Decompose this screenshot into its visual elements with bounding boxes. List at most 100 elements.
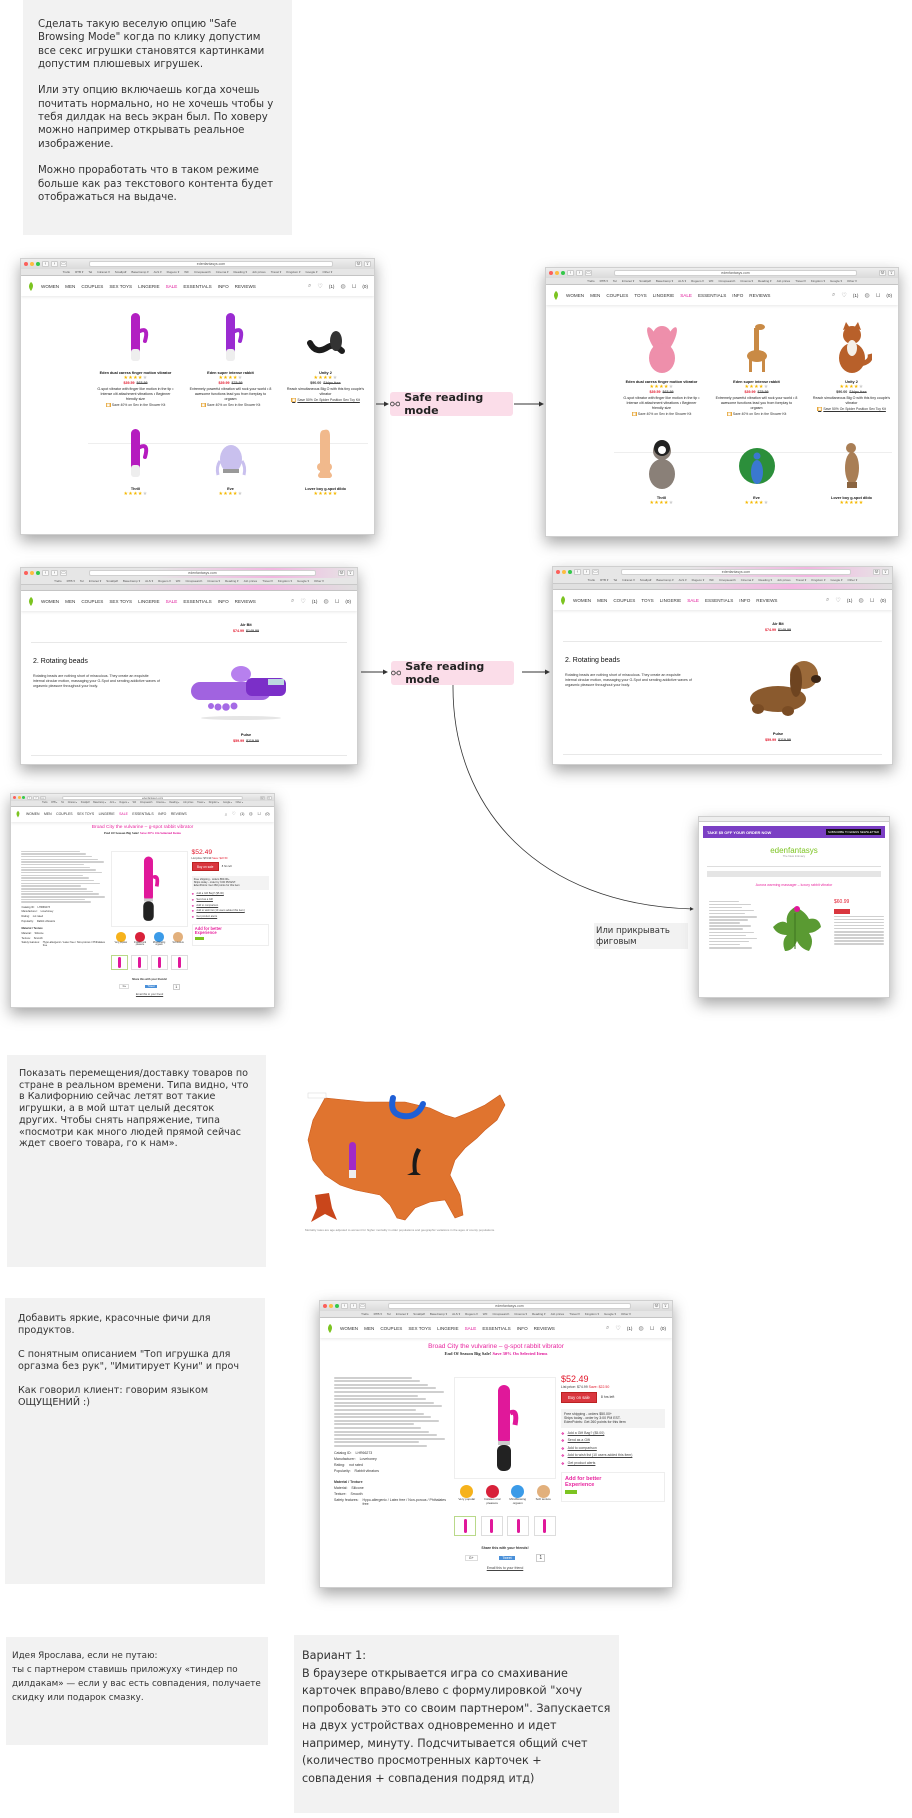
nav-item-couples[interactable]: COUPLES bbox=[81, 283, 104, 289]
close-window-button[interactable] bbox=[24, 262, 28, 266]
site-logo-icon[interactable] bbox=[27, 596, 35, 607]
feature-badge[interactable]: Soft texture bbox=[169, 931, 188, 947]
product-action-link[interactable]: ❖Add a Gift Bag? ($5.00) bbox=[561, 1431, 665, 1436]
nav-item-sex-toys[interactable]: SEX TOYS bbox=[77, 812, 95, 817]
bookmark-item[interactable]: Job prices bbox=[777, 578, 791, 582]
bookmark-item[interactable]: Google ▾ bbox=[603, 1312, 616, 1316]
thumbnail[interactable] bbox=[111, 955, 128, 970]
bookmark-item[interactable]: ALS ▾ bbox=[109, 802, 116, 805]
product-image[interactable] bbox=[186, 662, 296, 727]
wishlist-icon[interactable]: ♡ bbox=[835, 597, 841, 604]
bookmark-item[interactable]: Smallpdf bbox=[114, 270, 127, 274]
upsell-ad-text[interactable]: Add for better Experience bbox=[565, 1475, 602, 1488]
bookmark-item[interactable]: BaseCamp ▾ bbox=[656, 578, 674, 582]
buy-on-sale-button[interactable]: Buy on sale bbox=[191, 862, 219, 872]
bookmark-item[interactable]: Kingdom ▾ bbox=[277, 579, 292, 583]
bookmark-item[interactable]: Travel ▾ bbox=[569, 1312, 580, 1316]
cart-icon[interactable]: ⊔ bbox=[869, 597, 875, 604]
product-action-link[interactable]: ❖Add to comparison bbox=[561, 1446, 665, 1451]
product-action-link[interactable]: ❖Add to wish list (10 users added this i… bbox=[192, 909, 270, 913]
bookmark-item[interactable]: ALS ▾ bbox=[145, 579, 154, 583]
nav-item-women[interactable]: WOMEN bbox=[25, 812, 40, 817]
bookmark-item[interactable]: RTB ▾ bbox=[373, 1312, 382, 1316]
bookmark-item[interactable]: WF bbox=[184, 270, 189, 274]
bookmark-item[interactable]: Kingdom ▾ bbox=[810, 279, 825, 283]
sidebar-toggle-icon[interactable]: ▭ bbox=[40, 795, 46, 800]
site-logo-icon[interactable] bbox=[27, 281, 35, 292]
product-name[interactable]: Lover boy g-spot dildo bbox=[831, 496, 872, 500]
nav-item-women[interactable]: WOMEN bbox=[340, 1325, 359, 1331]
nav-item-lingerie[interactable]: LINGERIE bbox=[98, 812, 115, 817]
product-action-link[interactable]: ❖Add to wish list (10 users added this i… bbox=[561, 1453, 665, 1458]
bookmark-item[interactable]: Intranet ▾ bbox=[621, 279, 635, 283]
tweet-button[interactable]: Tweet bbox=[145, 985, 157, 989]
cart-icon[interactable]: ⊔ bbox=[875, 292, 881, 299]
product-image[interactable] bbox=[211, 421, 251, 483]
sidebar-toggle-icon[interactable]: ▭ bbox=[60, 261, 67, 267]
maximize-window-button[interactable] bbox=[335, 1304, 339, 1308]
product-name[interactable]: Eve bbox=[753, 496, 760, 500]
bookmark-item[interactable]: Rugeco ▾ bbox=[465, 1312, 478, 1316]
nav-item-women[interactable]: WOMEN bbox=[41, 283, 60, 289]
bookmark-item[interactable]: Other ▾ bbox=[846, 279, 857, 283]
spec-value[interactable]: Rabbit vibrators bbox=[36, 919, 56, 923]
product-image[interactable] bbox=[642, 314, 682, 376]
nav-item-essentials[interactable]: ESSENTIALS bbox=[132, 812, 154, 817]
account-icon[interactable]: ◍ bbox=[864, 292, 870, 299]
tab-bar[interactable] bbox=[553, 584, 892, 590]
minimize-window-button[interactable] bbox=[30, 571, 34, 575]
bookmark-item[interactable]: Kingdom ▾ bbox=[584, 1312, 599, 1316]
nav-item-lingerie[interactable]: LINGERIE bbox=[138, 598, 160, 604]
forward-button[interactable]: › bbox=[576, 270, 583, 276]
bookmark-item[interactable]: Other ▾ bbox=[313, 579, 324, 583]
nav-item-couples[interactable]: COUPLES bbox=[380, 1325, 403, 1331]
feature-badge[interactable]: Very popular bbox=[111, 931, 130, 947]
bookmark-item[interactable]: BaseCamp ▾ bbox=[655, 279, 674, 283]
bookmark-item[interactable]: Tel bbox=[612, 279, 617, 283]
thumbnail[interactable] bbox=[151, 955, 168, 970]
account-icon[interactable]: ◍ bbox=[858, 597, 864, 604]
tab-bar[interactable] bbox=[21, 585, 357, 591]
nav-item-reviews[interactable]: REVIEWS bbox=[234, 598, 256, 604]
nav-item-men[interactable]: MEN bbox=[65, 598, 76, 604]
bookmark-item[interactable]: Tel bbox=[386, 1312, 391, 1316]
bookmark-item[interactable]: Travel ▾ bbox=[795, 279, 806, 283]
bookmark-item[interactable]: WF bbox=[175, 579, 181, 583]
product-image[interactable] bbox=[738, 651, 828, 726]
bookmark-item[interactable]: BaseCamp ▾ bbox=[131, 270, 149, 274]
bookmark-item[interactable]: Tel bbox=[61, 802, 64, 805]
nav-item-reviews[interactable]: REVIEWS bbox=[756, 597, 778, 603]
upsell-ad[interactable]: Add for better Experience bbox=[191, 923, 270, 947]
bookmark-item[interactable]: Rugeco ▾ bbox=[166, 270, 180, 274]
nav-item-essentials[interactable]: ESSENTIALS bbox=[183, 283, 212, 289]
nav-item-essentials[interactable]: ESSENTIALS bbox=[697, 292, 727, 298]
bookmark-item[interactable]: Smallpdf bbox=[80, 802, 90, 805]
bookmark-item[interactable]: Trello bbox=[54, 579, 62, 583]
promo-text[interactable]: Save 50% On Spider Position Sex Toy Kit bbox=[297, 398, 360, 402]
bookmark-item[interactable]: Reading ▾ bbox=[758, 578, 772, 582]
nav-item-sale[interactable]: SALE bbox=[119, 812, 128, 817]
spec-value[interactable]: Silicone bbox=[351, 1485, 364, 1490]
maximize-window-button[interactable] bbox=[22, 796, 26, 800]
share-icon[interactable]: ⇪ bbox=[662, 1303, 669, 1309]
product-image[interactable] bbox=[306, 421, 346, 483]
feature-badge[interactable]: Imitates oral pleasure bbox=[130, 931, 149, 947]
product-image[interactable] bbox=[116, 421, 156, 483]
bookmark-item[interactable]: Cinema ▾ bbox=[156, 802, 166, 805]
maximize-window-button[interactable] bbox=[568, 570, 572, 574]
promo-link[interactable]: ▣Save 40% on Sex in the Shower Kit bbox=[631, 412, 691, 416]
nav-item-sale[interactable]: SALE bbox=[680, 292, 692, 298]
forward-button[interactable]: › bbox=[583, 569, 590, 575]
link-text[interactable]: Add to comparison bbox=[196, 903, 219, 907]
safe-reading-mode-toggle[interactable]: Safe reading mode bbox=[390, 391, 513, 417]
link-text[interactable]: Get product alerts bbox=[567, 1460, 596, 1465]
bookmark-item[interactable]: ALS ▾ bbox=[452, 1312, 461, 1316]
bookmark-item[interactable]: Cinopsearch bbox=[718, 578, 736, 582]
back-button[interactable]: ‹ bbox=[42, 570, 49, 576]
cart-icon[interactable]: ⊔ bbox=[334, 598, 340, 605]
nav-item-women[interactable]: WOMEN bbox=[566, 292, 585, 298]
nav-item-sale[interactable]: SALE bbox=[165, 283, 178, 289]
bookmark-item[interactable]: Cinema ▾ bbox=[207, 579, 220, 583]
